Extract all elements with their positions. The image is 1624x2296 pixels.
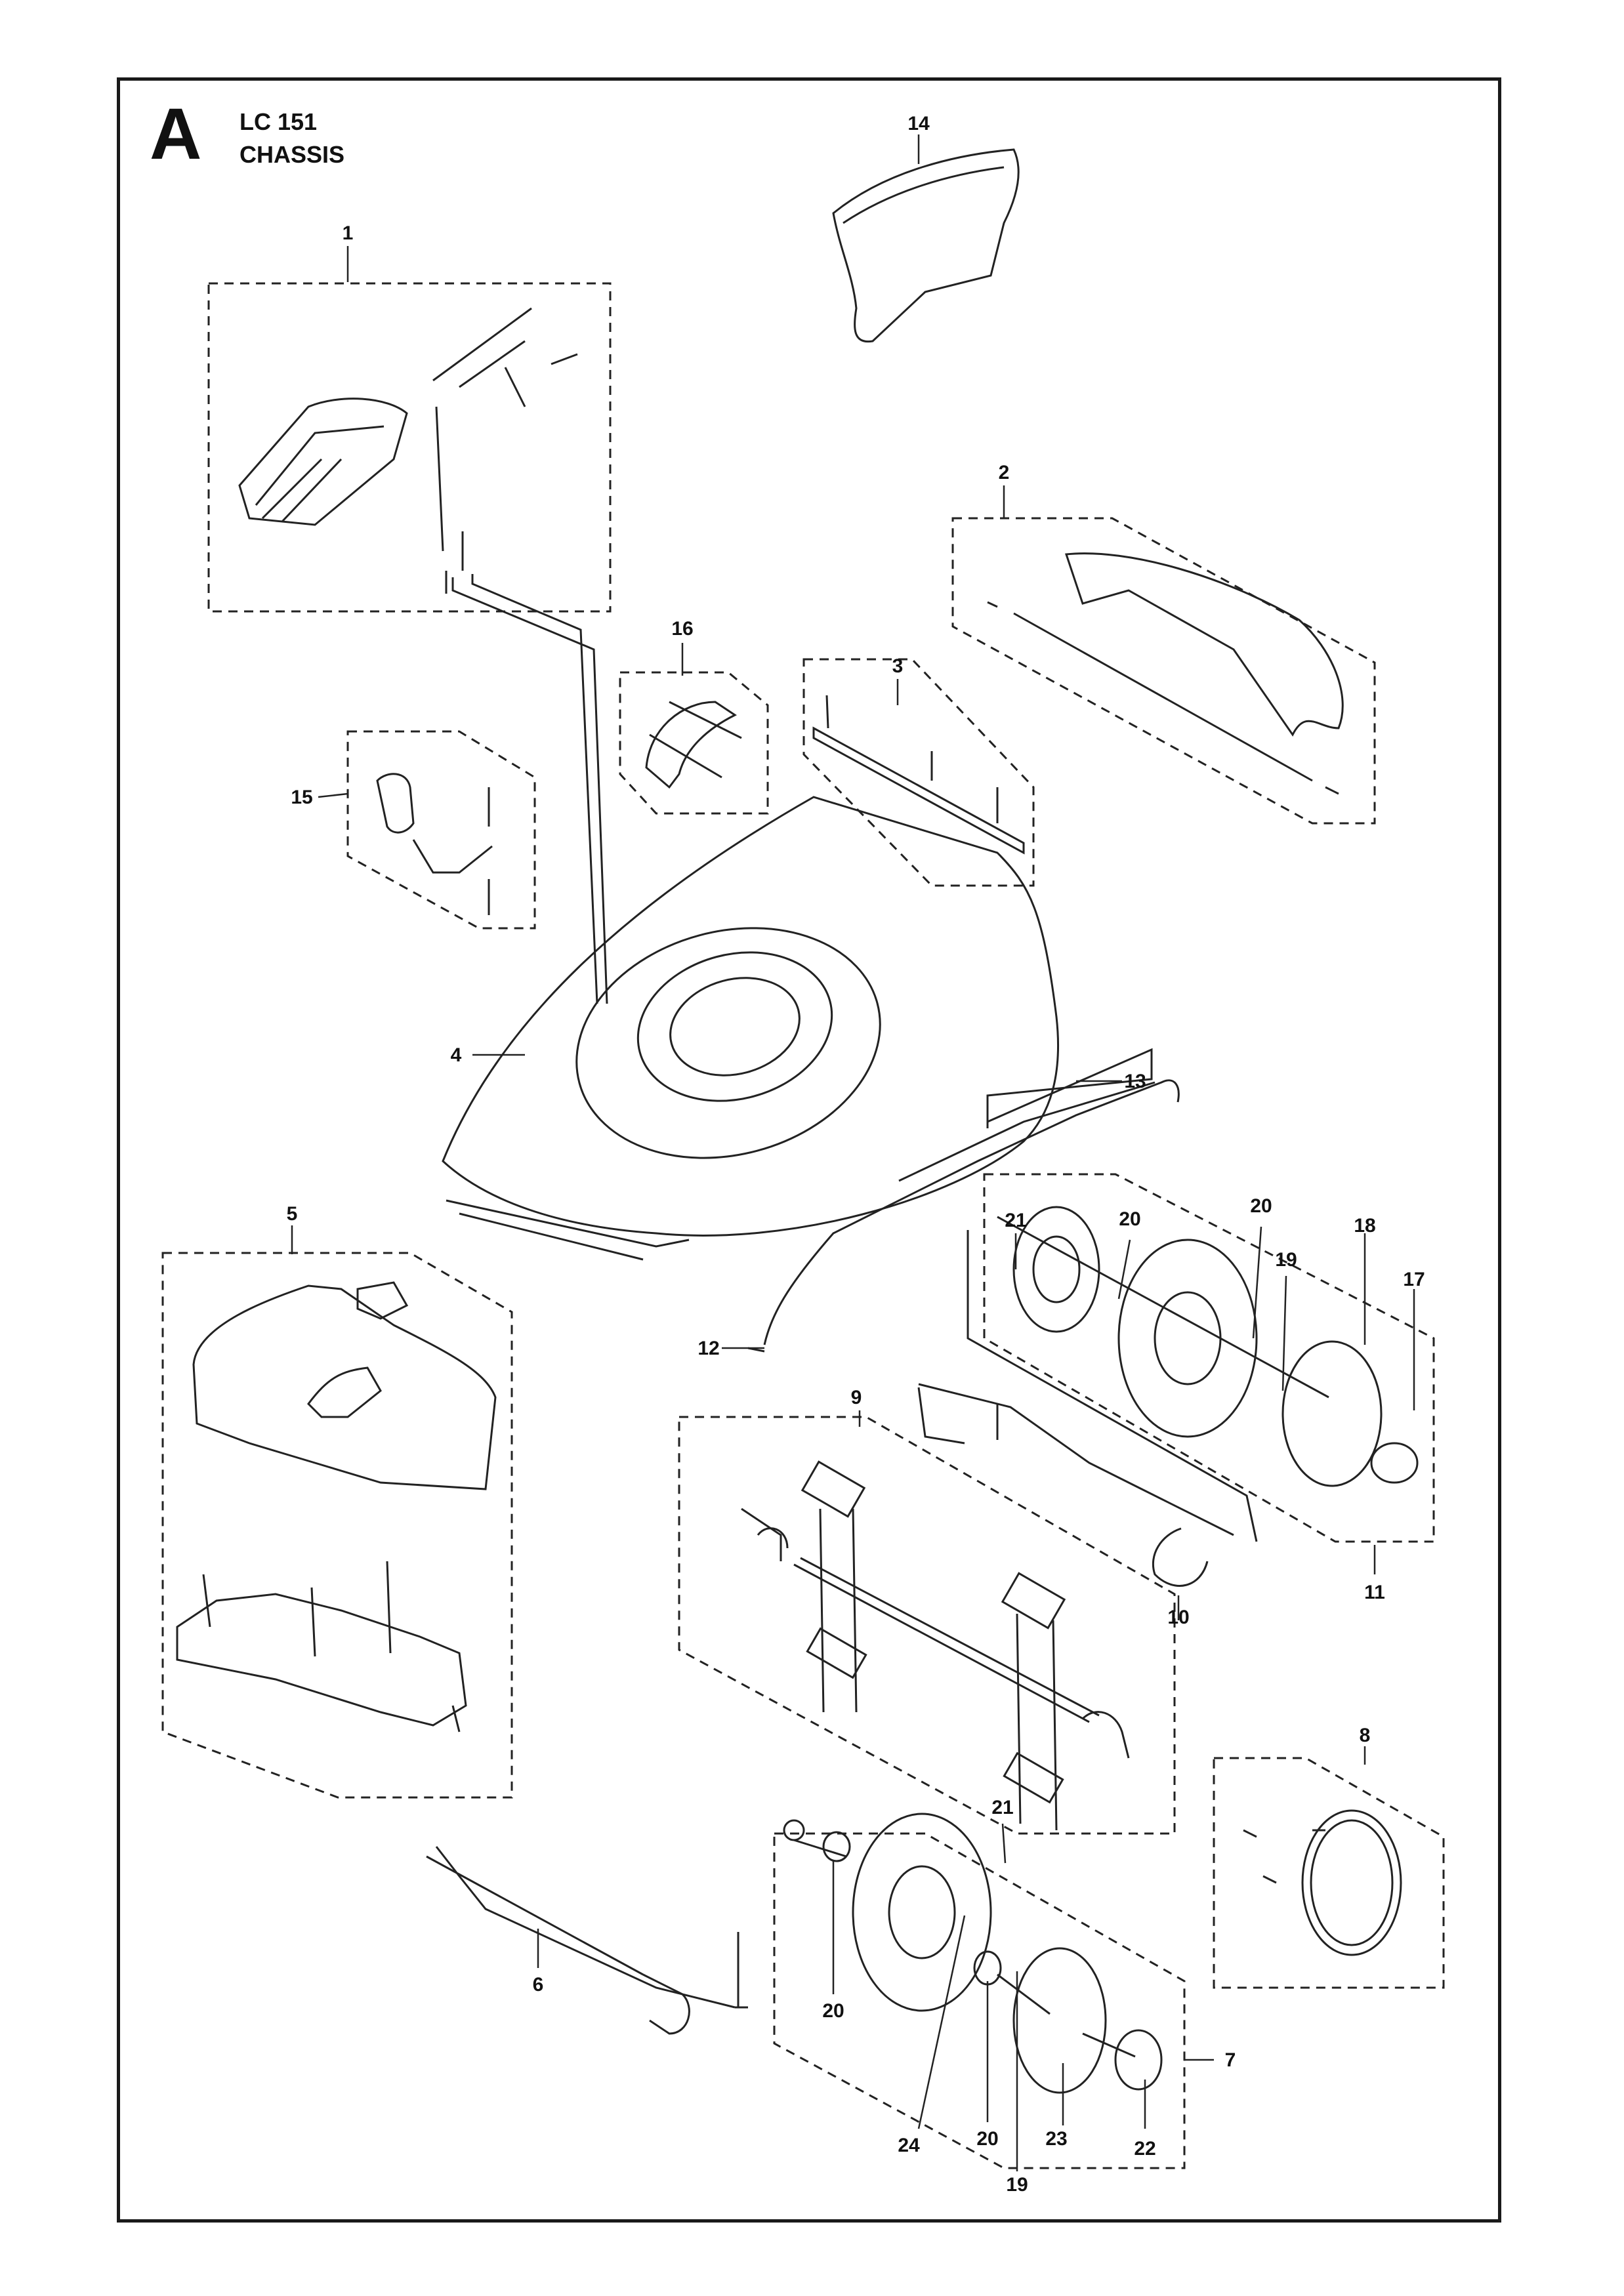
callout-20-a: 20: [1119, 1208, 1140, 1230]
section-letter: A: [150, 94, 202, 174]
callout-4: 4: [451, 1044, 462, 1066]
callout-20-b: 20: [1250, 1195, 1272, 1217]
callout-20-c: 20: [822, 2000, 844, 2022]
callout-5: 5: [287, 1203, 298, 1225]
part-11-hubcap: [1012, 1206, 1100, 1333]
part-14-lid: [832, 148, 1020, 343]
group-box-16: [619, 671, 769, 815]
part-10-axle: [918, 1383, 1234, 1587]
callout-2: 2: [999, 462, 1010, 483]
callout-3: 3: [892, 655, 904, 677]
callout-17: 17: [1403, 1269, 1425, 1290]
group-box-5: [161, 1252, 513, 1799]
part-22-cap: [1114, 2029, 1163, 2091]
callout-22: 22: [1134, 2138, 1156, 2160]
part-16-plate: [645, 701, 737, 789]
callout-16: 16: [671, 618, 693, 640]
callout-9: 9: [851, 1387, 862, 1408]
drawing-frame: [117, 77, 1501, 2223]
part-24-wheel: [852, 1813, 992, 2012]
callout-15: 15: [291, 787, 312, 808]
callout-21-a: 21: [1005, 1210, 1026, 1231]
callout-23: 23: [1045, 2128, 1067, 2150]
group-box-3: [802, 658, 1035, 887]
part-3-bar: [812, 726, 1025, 855]
callout-6: 6: [533, 1974, 544, 1996]
part-9-axle-shaft: [793, 1557, 1100, 1723]
part-2-flap: [1064, 552, 1344, 737]
deck-ring-outer: [575, 927, 881, 1159]
section-title: CHASSIS: [239, 141, 345, 168]
part-7-bearing: [783, 1819, 805, 1841]
part-4-deck: [442, 796, 1059, 1237]
part-5-cover: [192, 1284, 497, 1490]
callout-8: 8: [1360, 1725, 1371, 1746]
leader-lines: [291, 134, 1415, 2171]
part-11-wheel: [1117, 1239, 1258, 1438]
deck-ring-inner: [636, 951, 833, 1102]
part-5-badge: [356, 1281, 409, 1320]
callout-12: 12: [697, 1338, 719, 1359]
callout-14: 14: [907, 113, 930, 134]
callout-1: 1: [343, 222, 354, 244]
handle-tube: [451, 574, 608, 1004]
part-8-ring: [1301, 1809, 1402, 1956]
group-box-15: [346, 730, 536, 930]
group-box-2: [951, 517, 1376, 825]
model-label: LC 151: [239, 108, 318, 135]
group-box-8: [1213, 1757, 1445, 1989]
callout-21-b: 21: [991, 1797, 1013, 1818]
part-23-cover: [1012, 1947, 1107, 2094]
group-box-9: [678, 1416, 1176, 1835]
group-boxes: [161, 282, 1445, 2169]
callout-7: 7: [1225, 2049, 1236, 2071]
group-box-11: [983, 1173, 1435, 1543]
part-15-knob: [376, 773, 415, 834]
callout-10: 10: [1167, 1607, 1189, 1628]
callout-labels: 1 2 3 4 5 6 7 8 9 10 11 12 13 14 15 16 1…: [287, 113, 1425, 2196]
part-1-handle-bar: [238, 398, 408, 526]
callout-19-b: 19: [1006, 2174, 1028, 2196]
part-5-plate: [176, 1593, 467, 1727]
group-box-7: [773, 1832, 1186, 2169]
callout-11: 11: [1364, 1582, 1385, 1603]
part-13-spring: [986, 1048, 1153, 1128]
callout-24: 24: [898, 2135, 920, 2156]
group-box-1: [207, 282, 612, 613]
callout-19: 19: [1275, 1249, 1297, 1271]
part-18-cover: [1281, 1340, 1383, 1487]
callout-20-d: 20: [976, 2128, 998, 2150]
callout-18: 18: [1354, 1215, 1375, 1237]
part-12-rod: [763, 1079, 1180, 1345]
part-6-axle: [426, 1846, 736, 2009]
callout-13: 13: [1124, 1071, 1146, 1092]
